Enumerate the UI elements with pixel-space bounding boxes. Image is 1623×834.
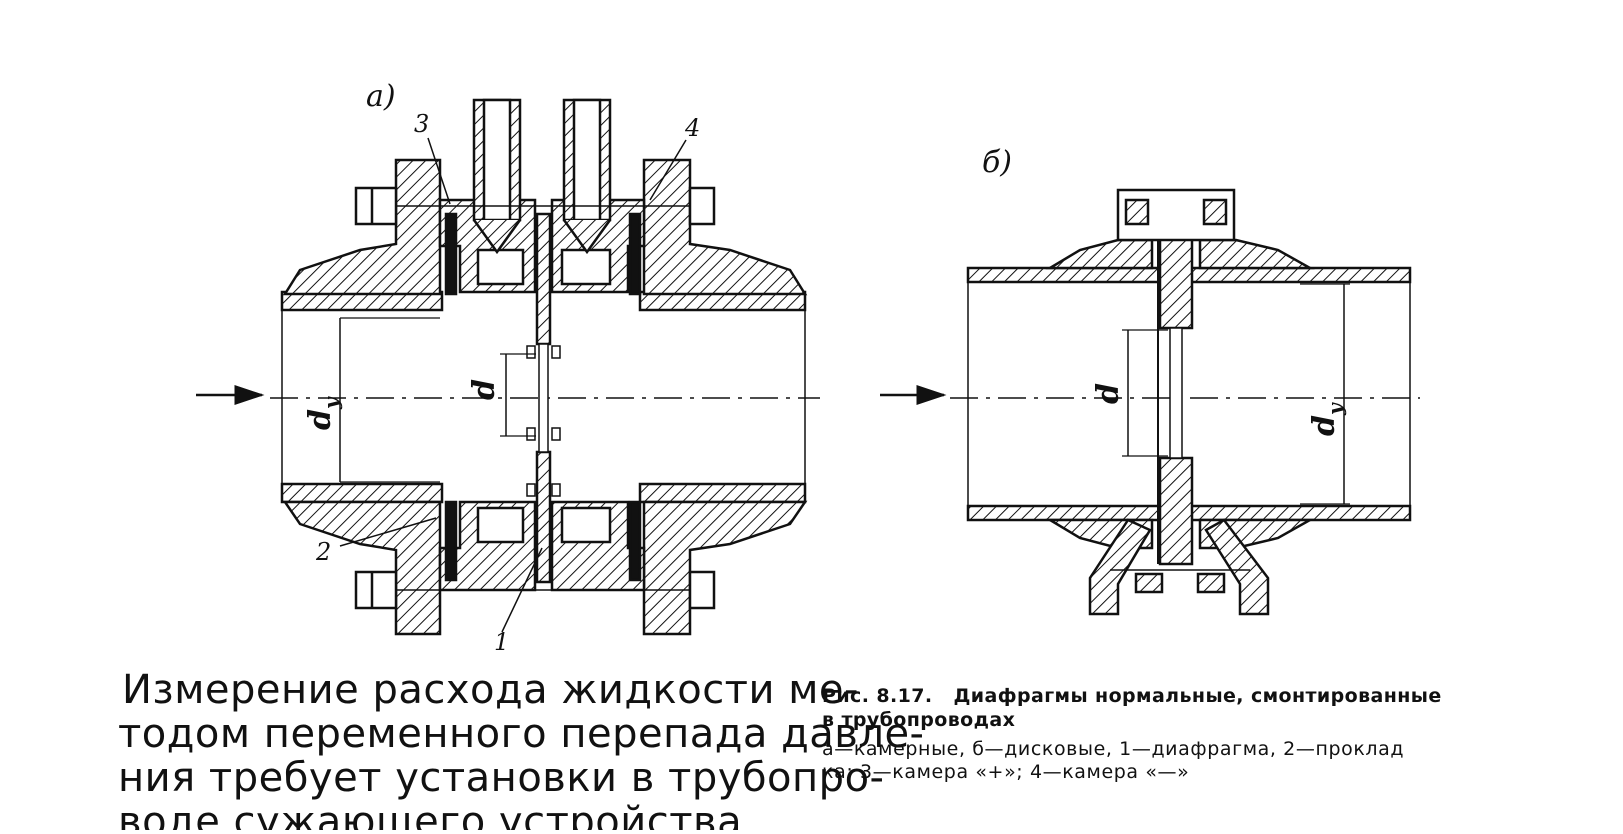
- caption-legend-line2: ка; 3—камера «+»; 4—камера «—»: [822, 761, 1190, 783]
- bolt-right-bottom: [688, 570, 716, 610]
- flange-right-top: [642, 158, 808, 296]
- dim-d-label-a: d: [467, 379, 502, 400]
- pipe-wall-bottom-right: [638, 482, 807, 504]
- figure-b-labels: б) d dy: [982, 145, 1347, 436]
- dim-d-label-b: d: [1091, 383, 1126, 404]
- figure-a: [196, 98, 820, 636]
- impulse-tube-b-left: [1088, 518, 1152, 616]
- leader-1: [501, 547, 543, 633]
- bolt-left-bottom: [354, 570, 398, 610]
- caption-legend: а—камерные, б—дисковые, 1—диафрагма, 2—п…: [822, 738, 1612, 784]
- orifice-plate-top: [535, 212, 552, 346]
- gasket-left-top: [444, 212, 458, 296]
- pipe-wall-bottom-left: [280, 482, 444, 504]
- impulse-tube-b-right: [1204, 518, 1270, 616]
- disk-bore: [1169, 327, 1183, 459]
- dim-dy-label-b: dy: [1307, 402, 1347, 436]
- body-line-1: Измерение расхода жидкости ме-: [122, 667, 859, 713]
- caption-prefix: Рис.: [822, 685, 870, 707]
- orifice-bore: [538, 343, 549, 453]
- gasket-right-bottom: [628, 500, 642, 582]
- flange-b-top-right: [1198, 238, 1315, 270]
- gasket-right-top: [628, 212, 642, 296]
- body-line-3: ния требует установки в трубопро-: [118, 755, 885, 801]
- orifice-plate-bottom: [535, 450, 552, 584]
- flange-left-top: [282, 158, 442, 296]
- caption-legend-line1: а—камерные, б—дисковые, 1—диафрагма, 2—п…: [822, 738, 1405, 760]
- caption-title: Рис. 8.17. Диафрагмы нормальные, смонтир…: [822, 684, 1612, 732]
- bolt-left-top: [354, 186, 398, 226]
- caption-title-line2: в трубопроводах: [822, 709, 1016, 731]
- callout-3: 3: [414, 110, 429, 138]
- dim-dy-label-a: dy: [303, 396, 343, 430]
- chamber-plus-bottom: [476, 506, 525, 544]
- body-line-4: воде сужающего устройства: [118, 800, 743, 830]
- chamber-minus-top: [560, 248, 612, 286]
- leader-3: [427, 137, 451, 205]
- callout-4: 4: [684, 114, 700, 142]
- gasket-left-bottom: [444, 500, 458, 582]
- body-paragraph: Измерение расхода жидкости ме- тодом пер…: [118, 667, 925, 830]
- chamber-minus-bottom: [560, 506, 612, 544]
- leader-2: [339, 517, 437, 547]
- disk-plate-bottom: [1158, 456, 1194, 566]
- callout-1: 1: [494, 628, 509, 656]
- body-line-2: тодом переменного перепада давле-: [118, 711, 925, 757]
- leader-4: [649, 139, 687, 201]
- panel-label-b: б): [982, 145, 1012, 180]
- chamber-plus-top: [476, 248, 525, 286]
- flange-b-top-left: [1045, 238, 1154, 270]
- flange-right-bottom: [642, 500, 808, 636]
- bolt-right-top: [688, 186, 716, 226]
- flange-left-bottom: [282, 500, 442, 636]
- panel-label-a: а): [366, 79, 396, 114]
- figure-b: [880, 188, 1420, 616]
- callout-2: 2: [315, 538, 331, 566]
- figure-a-labels: а) 3 4 2 1 d dy: [303, 79, 700, 656]
- figure-caption: Рис. 8.17. Диафрагмы нормальные, смонтир…: [822, 684, 1612, 784]
- caption-number: 8.17.: [876, 685, 933, 707]
- caption-title-line1: Диафрагмы нормальные, смонтированные: [953, 685, 1442, 707]
